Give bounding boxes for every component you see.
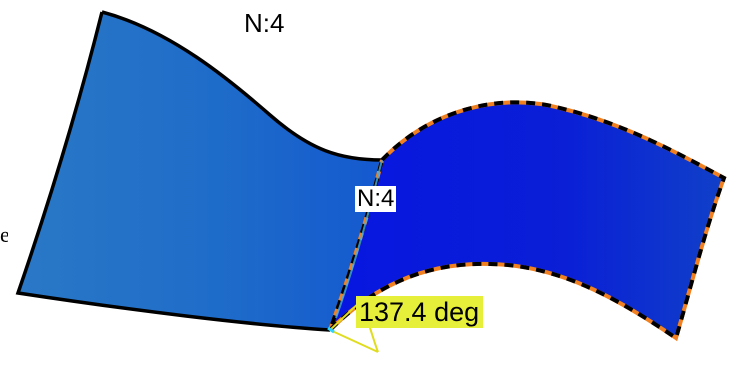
left-edge-text-fragment: e [0,224,8,246]
left-surface[interactable] [18,12,382,330]
right-surface-boundary-dashes [328,100,727,342]
seam-highlight [335,159,383,319]
right-surface[interactable] [330,102,724,338]
angle-label: 137.4 deg [356,296,484,328]
top-continuity-label: N:4 [244,8,285,38]
middle-continuity-label: N:4 [355,185,397,212]
left-surface-boundary [15,10,383,332]
